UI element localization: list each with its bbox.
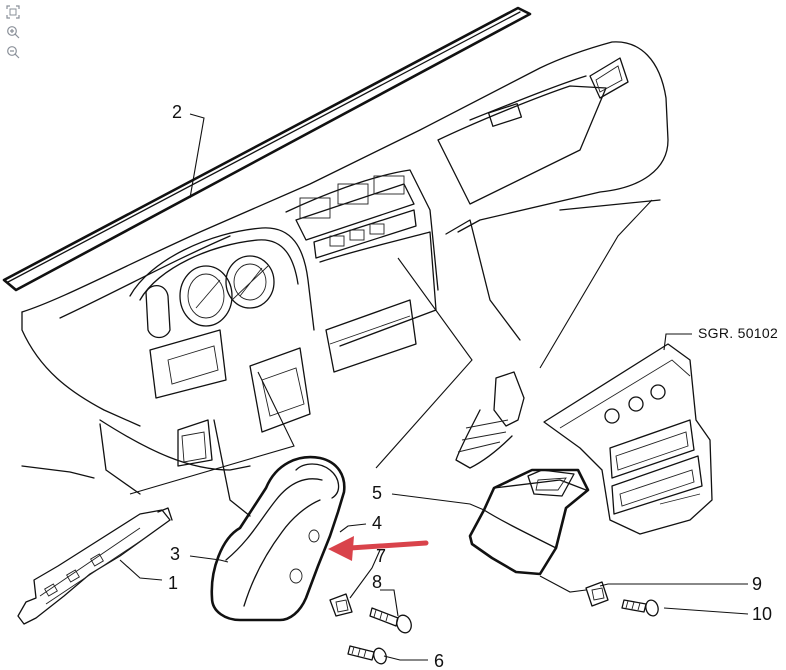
callout-8: 8: [372, 572, 382, 592]
callout-9: 9: [752, 574, 762, 594]
part-7-clip[interactable]: [329, 593, 353, 617]
part-8-screw[interactable]: [369, 607, 414, 635]
part-9-clip[interactable]: [585, 581, 609, 607]
leader-8: [380, 589, 399, 617]
leader-5-9: [539, 575, 587, 593]
leader-10: [663, 607, 749, 615]
leader-2: [189, 113, 205, 199]
part-1-side-panel[interactable]: [17, 507, 173, 625]
leader-5-dash: [375, 257, 473, 469]
callout-3: 3: [170, 544, 180, 564]
part-2-trim-strip[interactable]: [2, 6, 532, 292]
zoom-in-button[interactable]: [4, 24, 22, 40]
callout-6: 6: [434, 651, 444, 670]
part-10-screw[interactable]: [621, 599, 660, 618]
part-6-screw[interactable]: [347, 645, 388, 666]
zoom-out-button[interactable]: [4, 44, 22, 60]
leader-4: [339, 523, 367, 533]
callout-5: 5: [372, 483, 382, 503]
zoom-in-icon: [7, 26, 20, 39]
callout-10: 10: [752, 604, 772, 624]
leader-3: [189, 555, 229, 563]
part-3-console-cover[interactable]: [210, 455, 346, 622]
leader-ref-dash: [539, 199, 653, 369]
callout-7: 7: [376, 546, 386, 566]
leader-7: [349, 549, 381, 599]
leader-ref: [663, 333, 692, 351]
callout-1: 1: [168, 573, 178, 593]
highlight-arrow: [328, 536, 429, 561]
leader-6: [383, 655, 428, 661]
part-5-shift-housing[interactable]: [468, 468, 590, 576]
leader-5: [391, 493, 485, 511]
fit-page-icon: [6, 5, 20, 19]
zoom-out-icon: [7, 46, 20, 59]
viewer-toolbar: [4, 4, 24, 60]
reference-panel-50102[interactable]: [543, 343, 713, 535]
leader-3-dash: [129, 371, 295, 495]
reference-label: SGR. 50102: [698, 325, 778, 341]
callout-4: 4: [372, 513, 382, 533]
leader-1: [119, 559, 163, 581]
leader-9: [599, 583, 748, 587]
fit-page-button[interactable]: [4, 4, 22, 20]
dashboard-assembly: [21, 41, 669, 517]
callout-2: 2: [172, 102, 182, 122]
